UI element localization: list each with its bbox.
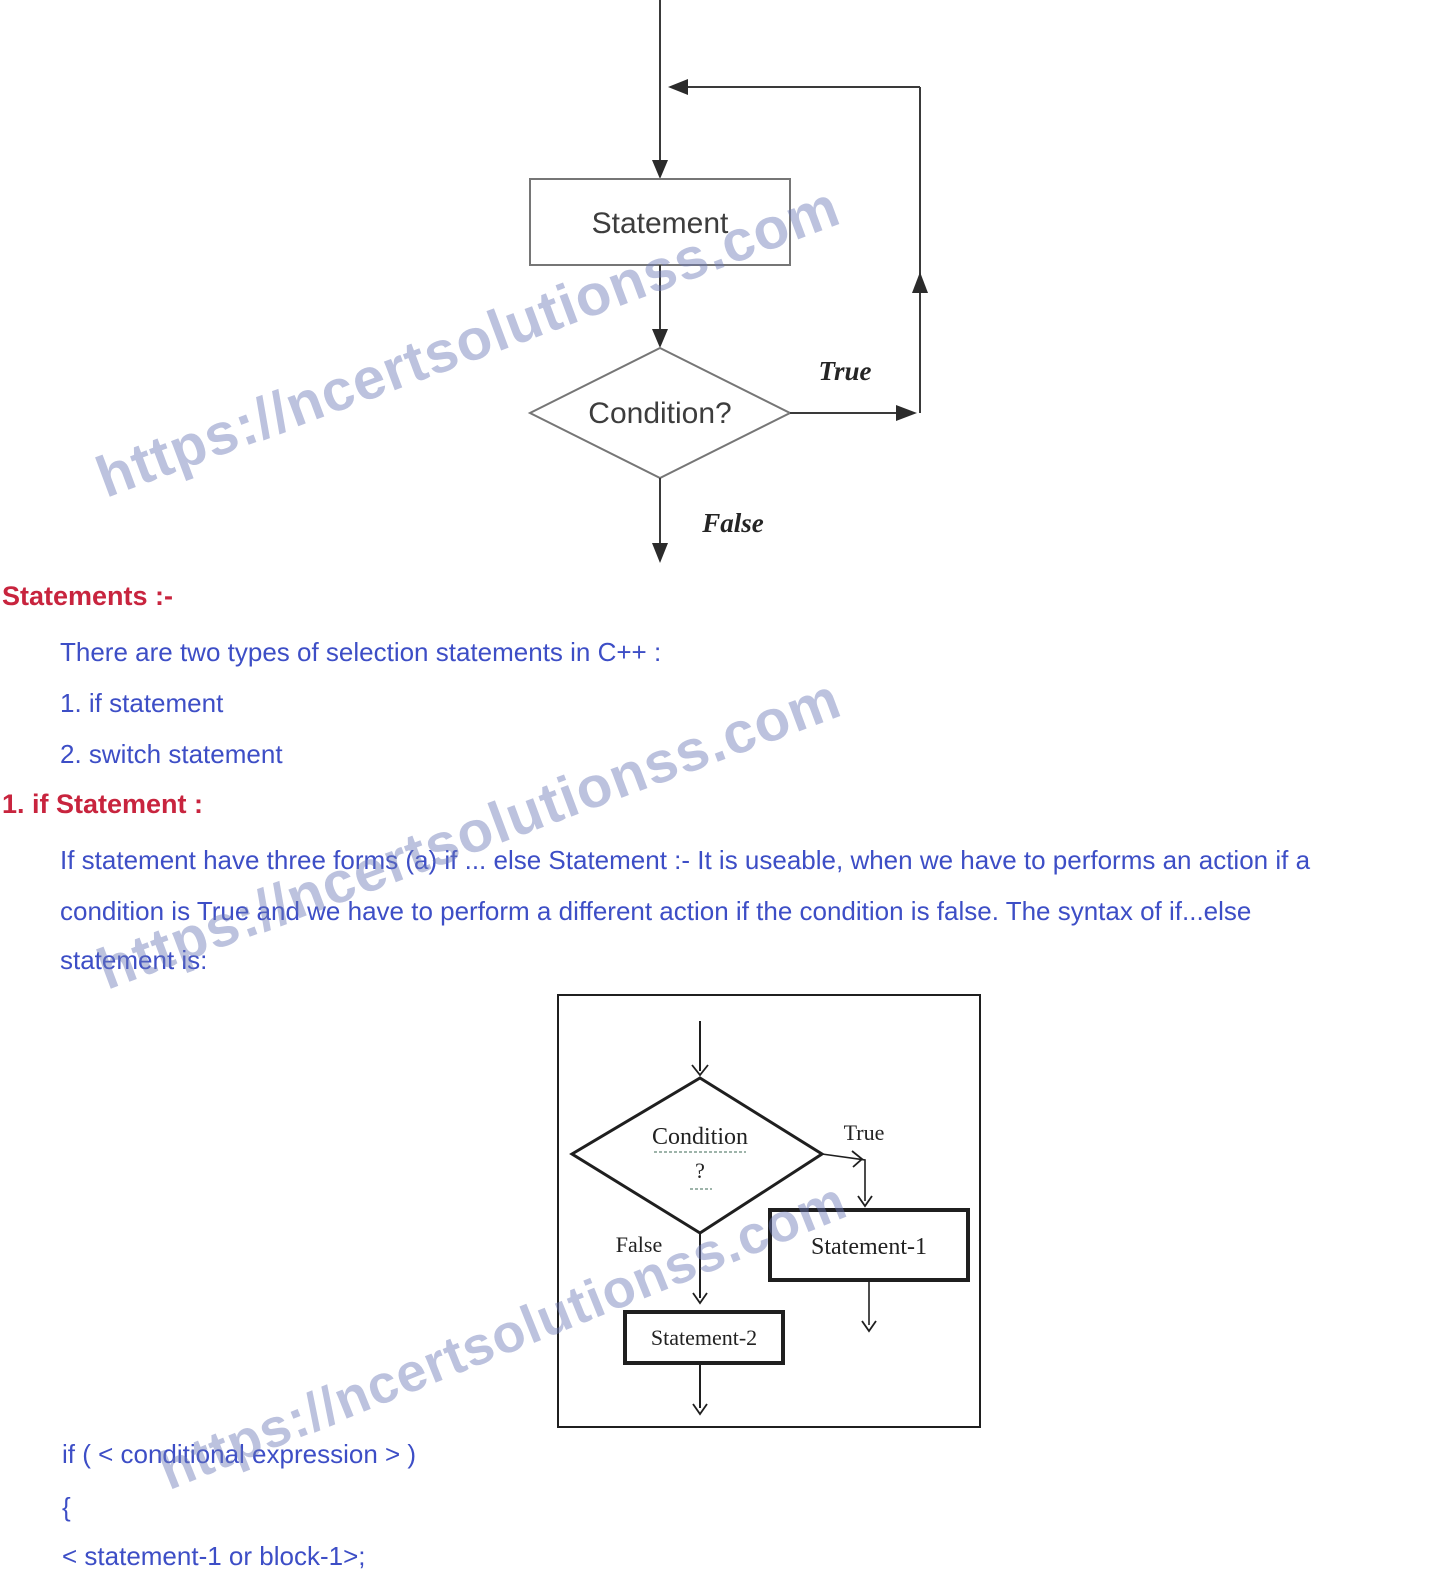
statements-heading: Statements :-	[2, 581, 174, 611]
statement2-box-label: Statement-2	[651, 1325, 757, 1350]
false-branch-label: False	[616, 1232, 662, 1257]
true-branch-label: True	[819, 356, 872, 386]
arrow-right-icon	[851, 1150, 864, 1168]
list-item-if: 1. if statement	[60, 688, 224, 718]
code-line-statement1: < statement-1 or block-1>;	[62, 1541, 366, 1569]
condition-diamond-label: Condition	[652, 1124, 748, 1150]
true-branch-line	[821, 1153, 866, 1201]
arrow-down-icon	[691, 1064, 709, 1077]
flowchart-frame	[557, 994, 981, 1428]
true-branch-label: True	[844, 1120, 885, 1145]
arrow-down-icon	[652, 543, 668, 563]
false-branch-label: False	[701, 508, 764, 538]
statement-box-label: Statement	[592, 207, 729, 240]
paragraph-line: statement is:	[60, 945, 208, 975]
statement1-box-label: Statement-1	[811, 1234, 927, 1260]
arrow-down-icon	[652, 160, 668, 179]
if-statement-heading: 1. if Statement :	[2, 789, 204, 819]
arrow-up-icon	[912, 272, 928, 293]
arrow-down-icon	[857, 1195, 873, 1208]
if-else-flowchart: Condition ? True Statement-1 False State…	[557, 994, 981, 1428]
condition-question-mark: ?	[695, 1158, 705, 1183]
paragraph-line: condition is True and we have to perform…	[60, 896, 1252, 926]
arrow-right-icon	[896, 405, 917, 421]
statement2-box	[623, 1310, 785, 1365]
arrow-down-icon	[861, 1320, 877, 1333]
statement-box	[529, 178, 791, 266]
arrow-left-icon	[668, 79, 688, 95]
arrow-down-icon	[692, 1292, 708, 1305]
paragraph-line: If statement have three forms (a) if ...…	[60, 845, 1311, 875]
arrow-down-icon	[692, 1403, 708, 1416]
code-line-open-brace: {	[62, 1492, 71, 1522]
statement1-box	[768, 1208, 970, 1282]
list-item-switch: 2. switch statement	[60, 739, 283, 769]
arrow-down-icon	[652, 329, 668, 348]
code-line-if: if ( < conditional expression > )	[62, 1439, 417, 1469]
condition-diamond-label: Condition?	[588, 397, 731, 430]
intro-line: There are two types of selection stateme…	[60, 637, 662, 667]
loop-flowchart: Statement Condition? True False	[527, 0, 928, 563]
